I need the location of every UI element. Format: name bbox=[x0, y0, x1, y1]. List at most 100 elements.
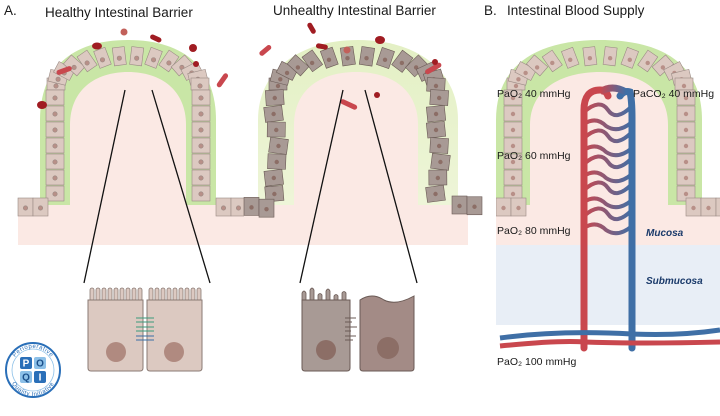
submucosa-band bbox=[496, 245, 720, 325]
cell-nucleus bbox=[683, 159, 689, 165]
zoom-line bbox=[299, 89, 344, 284]
microbe bbox=[56, 66, 72, 75]
cell-nucleus bbox=[274, 159, 279, 165]
microbe bbox=[216, 73, 229, 88]
nucleus bbox=[106, 342, 126, 362]
microbes-unhealthy bbox=[259, 22, 442, 110]
zoom-line bbox=[151, 89, 211, 284]
cell-nucleus bbox=[345, 56, 350, 61]
cell-nucleus bbox=[274, 127, 279, 133]
unhealthy-barrier-title: Unhealthy Intestinal Barrier bbox=[273, 3, 436, 18]
logo-quadrant-q bbox=[20, 371, 32, 383]
cell-nucleus bbox=[271, 111, 276, 117]
cell-nucleus bbox=[364, 56, 369, 61]
cell-nucleus bbox=[52, 95, 58, 101]
cell-nucleus bbox=[71, 64, 77, 70]
cell-nucleus bbox=[683, 191, 689, 197]
submucosa-label: Submucosa bbox=[646, 276, 703, 287]
capillaries bbox=[582, 102, 634, 236]
cell-nucleus bbox=[52, 111, 58, 117]
logo-letter-i: I bbox=[39, 373, 42, 384]
cell-nucleus bbox=[295, 65, 301, 70]
cell-nucleus bbox=[116, 55, 122, 61]
cell-nucleus bbox=[683, 111, 689, 117]
microvillus bbox=[119, 287, 125, 302]
broken-junction-icon bbox=[345, 317, 357, 341]
cell-nucleus bbox=[587, 56, 593, 61]
logo-letter-p: P bbox=[23, 359, 30, 370]
unhealthy-cell-right bbox=[359, 295, 415, 372]
cell-nucleus bbox=[382, 57, 388, 63]
cell-nucleus bbox=[433, 191, 438, 197]
microbe bbox=[343, 46, 351, 54]
cell-nucleus bbox=[275, 83, 281, 89]
pao2-40-label: PaO₂ 40 mmHg bbox=[497, 88, 571, 100]
cell-nucleus bbox=[278, 77, 283, 82]
cell-nucleus bbox=[271, 175, 277, 181]
cell-nucleus bbox=[198, 191, 204, 197]
pao2-100-label: PaO₂ 100 mmHg bbox=[497, 356, 577, 368]
cell-nucleus bbox=[37, 205, 43, 211]
cell-nucleus bbox=[284, 70, 290, 76]
healthy-cell-detail bbox=[87, 287, 203, 372]
artery-base bbox=[499, 339, 720, 349]
unhealthy-epithelium bbox=[243, 45, 483, 218]
microbe bbox=[120, 28, 128, 36]
capillary-loop bbox=[582, 196, 634, 210]
capillary-loop bbox=[582, 128, 634, 144]
cell-nucleus bbox=[523, 70, 528, 76]
blood-epithelium bbox=[496, 46, 720, 217]
healthy-cell-right bbox=[146, 299, 203, 372]
microvillus bbox=[107, 287, 113, 302]
cell-nucleus bbox=[197, 83, 203, 89]
cell-nucleus bbox=[198, 159, 204, 165]
microvillus bbox=[137, 287, 143, 302]
cell-nucleus bbox=[435, 175, 441, 181]
healthy-barrier-title: Healthy Intestinal Barrier bbox=[45, 5, 193, 20]
cell-nucleus bbox=[198, 175, 204, 181]
microbe bbox=[307, 22, 316, 34]
cell-nucleus bbox=[433, 127, 439, 133]
cell-nucleus bbox=[22, 205, 28, 211]
microbe bbox=[340, 99, 358, 110]
cell-nucleus bbox=[627, 57, 632, 63]
lamina-base-unhealthy bbox=[244, 205, 468, 245]
capillary-loop bbox=[582, 170, 634, 184]
cell-nucleus bbox=[151, 57, 157, 63]
cell-nucleus bbox=[501, 205, 506, 211]
microvillus bbox=[89, 287, 95, 302]
microbes-healthy bbox=[37, 28, 229, 109]
cell-nucleus bbox=[84, 60, 90, 66]
microvillus bbox=[113, 287, 119, 302]
cell-nucleus bbox=[510, 127, 516, 133]
cell-nucleus bbox=[413, 65, 419, 70]
microbe bbox=[315, 43, 328, 50]
microvillus bbox=[196, 287, 202, 302]
microvillus bbox=[101, 287, 107, 302]
cell-nucleus bbox=[264, 206, 269, 212]
microvillus bbox=[131, 287, 137, 302]
cell-nucleus bbox=[198, 143, 204, 149]
microbe bbox=[374, 92, 380, 98]
microvillus bbox=[160, 287, 166, 302]
vessel-cap bbox=[598, 84, 628, 96]
logo-quadrant-o bbox=[34, 357, 46, 369]
cell-nucleus bbox=[683, 127, 689, 133]
cell-nucleus bbox=[52, 191, 58, 197]
cell-nucleus bbox=[510, 191, 516, 197]
healthy-barrier bbox=[17, 28, 247, 372]
cell-nucleus bbox=[52, 159, 58, 165]
cell-nucleus bbox=[472, 204, 477, 209]
zoom-line bbox=[364, 89, 418, 284]
cell-nucleus bbox=[221, 205, 227, 211]
logo-letter-o: O bbox=[36, 359, 44, 370]
poqi-logo: P O Q I Perioperative Quality Initiative bbox=[5, 342, 61, 398]
blood-supply-title: Intestinal Blood Supply bbox=[507, 3, 645, 18]
cell-nucleus bbox=[436, 143, 442, 149]
cell-nucleus bbox=[309, 60, 315, 66]
cell-nucleus bbox=[53, 83, 59, 89]
cell-nucleus bbox=[52, 175, 58, 181]
cell-nucleus bbox=[534, 65, 540, 70]
panel-b-label: B. bbox=[484, 3, 497, 18]
microvillus bbox=[154, 287, 160, 302]
